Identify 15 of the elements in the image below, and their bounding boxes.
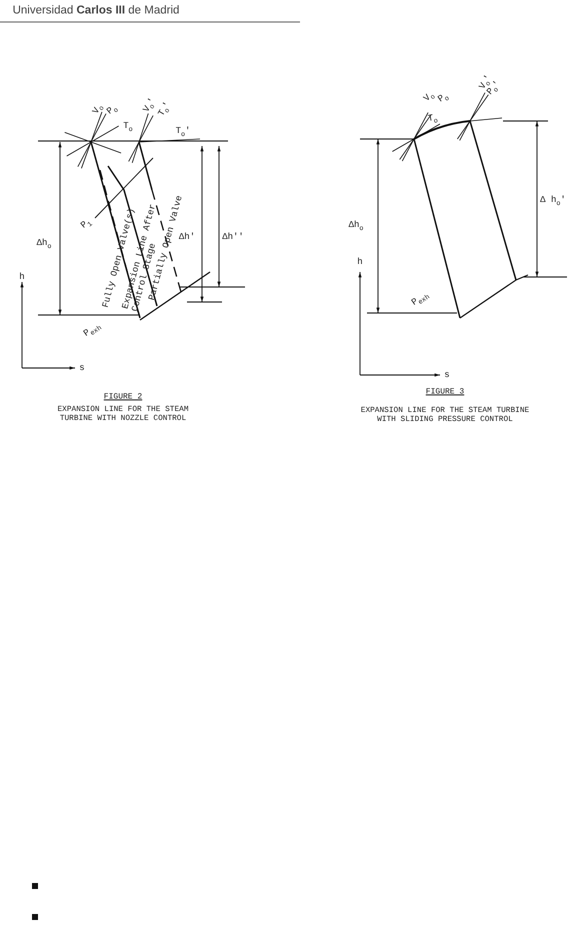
figure-title: FIGURE 3 [426,387,464,397]
dimension-label: Δh$_{o}$ [36,238,52,252]
dimension-label: Δh' [178,232,196,242]
symbol-label: T$_{o}$ [123,121,133,135]
axis-label: s [444,370,450,380]
symbol-label: T$_{o}$' [176,126,190,140]
header-text: Universidad Carlos III de Madrid [12,4,180,18]
axis-label: s [79,362,85,374]
axis-label: h [19,272,25,282]
dimension-label: Δh$_{o}$ [348,220,364,234]
dimension-label: Δ h$_{o}$' [540,195,566,209]
dimension-label: Δh'' [222,232,244,242]
symbol-label: T$_{o}$ [427,112,439,128]
axis-label: h [357,256,363,268]
figure-title: FIGURE 2 [104,392,142,402]
